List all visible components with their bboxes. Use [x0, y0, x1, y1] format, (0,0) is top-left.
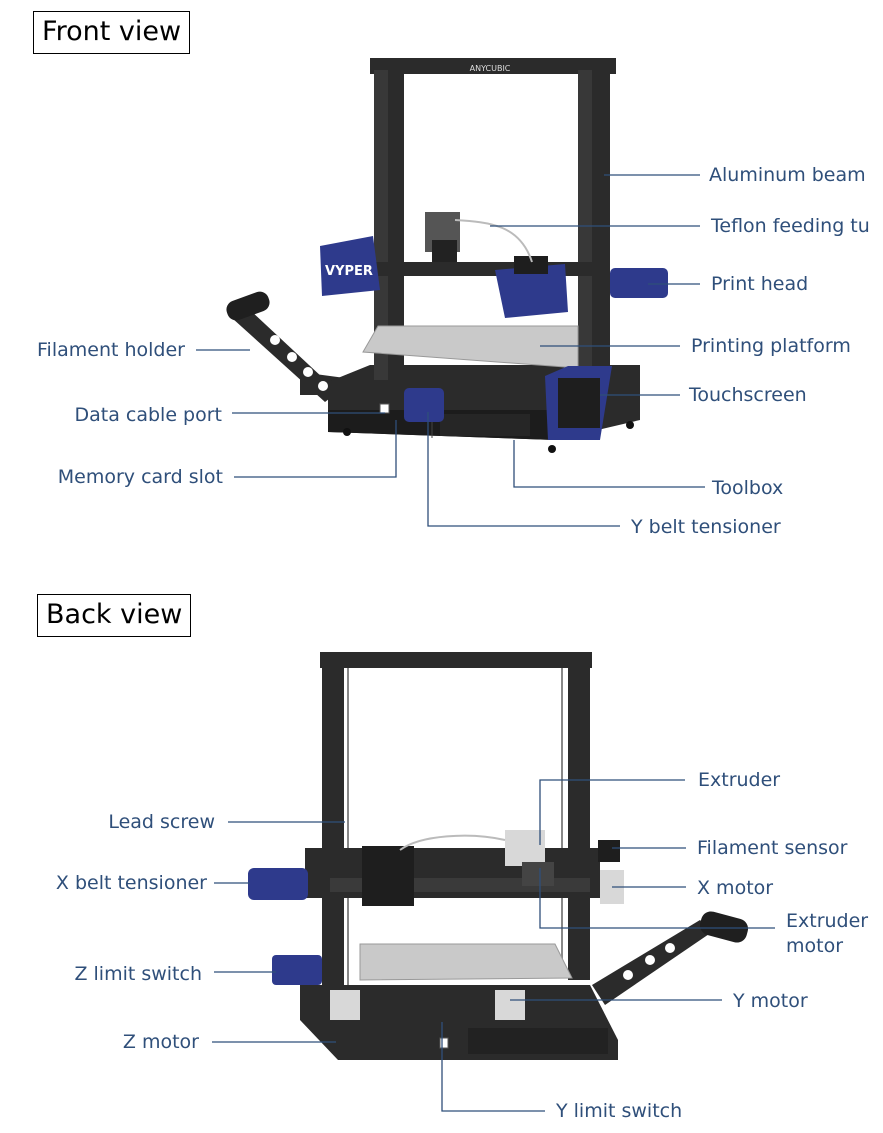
label-y-limit-switch: Y limit switch: [556, 1100, 683, 1122]
front-gantry: VYPER: [320, 212, 668, 318]
label-teflon-tube: Teflon feeding tu: [711, 215, 870, 237]
label-memory-card-slot: Memory card slot: [57, 466, 223, 488]
back-z-limit-switch: [272, 955, 322, 985]
front-model: VYPER: [325, 264, 373, 279]
leader-y-belt-tensioner: [427, 412, 620, 527]
label-data-cable-port: Data cable port: [74, 404, 222, 426]
label-y-motor: Y motor: [733, 990, 808, 1012]
front-printer-illustration: ANYCUBIC VYPER: [226, 58, 668, 453]
label-filament-sensor: Filament sensor: [697, 837, 848, 859]
label-extruder: Extruder: [698, 769, 781, 791]
leader-extruder-motor: [539, 868, 775, 929]
label-z-motor: Z motor: [122, 1031, 199, 1053]
front-frame: ANYCUBIC: [370, 58, 616, 387]
leader-y-limit-switch: [441, 1022, 545, 1112]
label-x-motor: X motor: [697, 877, 774, 899]
back-bed: [359, 943, 573, 981]
label-y-belt-tensioner: Y belt tensioner: [631, 516, 781, 538]
back-filament-holder: [592, 911, 749, 1005]
label-aluminum-beam: Aluminum beam: [709, 164, 866, 186]
front-bed: [362, 325, 579, 369]
label-print-head: Print head: [711, 273, 809, 295]
label-lead-screw: Lead screw: [108, 811, 215, 833]
front-brand: ANYCUBIC: [470, 64, 511, 73]
front-touchscreen: [545, 366, 612, 440]
label-extruder-motor-line1: Extruder: [786, 910, 869, 932]
label-extruder-motor-line2: motor: [786, 935, 844, 957]
back-gantry: [248, 830, 624, 906]
label-filament-holder: Filament holder: [37, 339, 185, 361]
leader-lines: [196, 174, 775, 1112]
leader-extruder: [539, 779, 685, 845]
back-printer-illustration: [248, 652, 749, 1060]
front-view-title: Front view: [33, 11, 191, 54]
back-frame: [320, 652, 592, 1015]
leader-memory-card-slot: [234, 420, 397, 478]
label-touchscreen: Touchscreen: [689, 384, 807, 406]
front-y-tensioner: [404, 388, 444, 422]
label-printing-platform: Printing platform: [691, 335, 851, 357]
label-x-belt-tensioner: X belt tensioner: [55, 872, 207, 894]
back-base: [300, 985, 618, 1060]
label-toolbox: Toolbox: [712, 477, 784, 499]
label-z-limit-switch: Z limit switch: [74, 963, 202, 985]
back-view-title: Back view: [37, 594, 192, 637]
leader-toolbox: [513, 440, 705, 488]
